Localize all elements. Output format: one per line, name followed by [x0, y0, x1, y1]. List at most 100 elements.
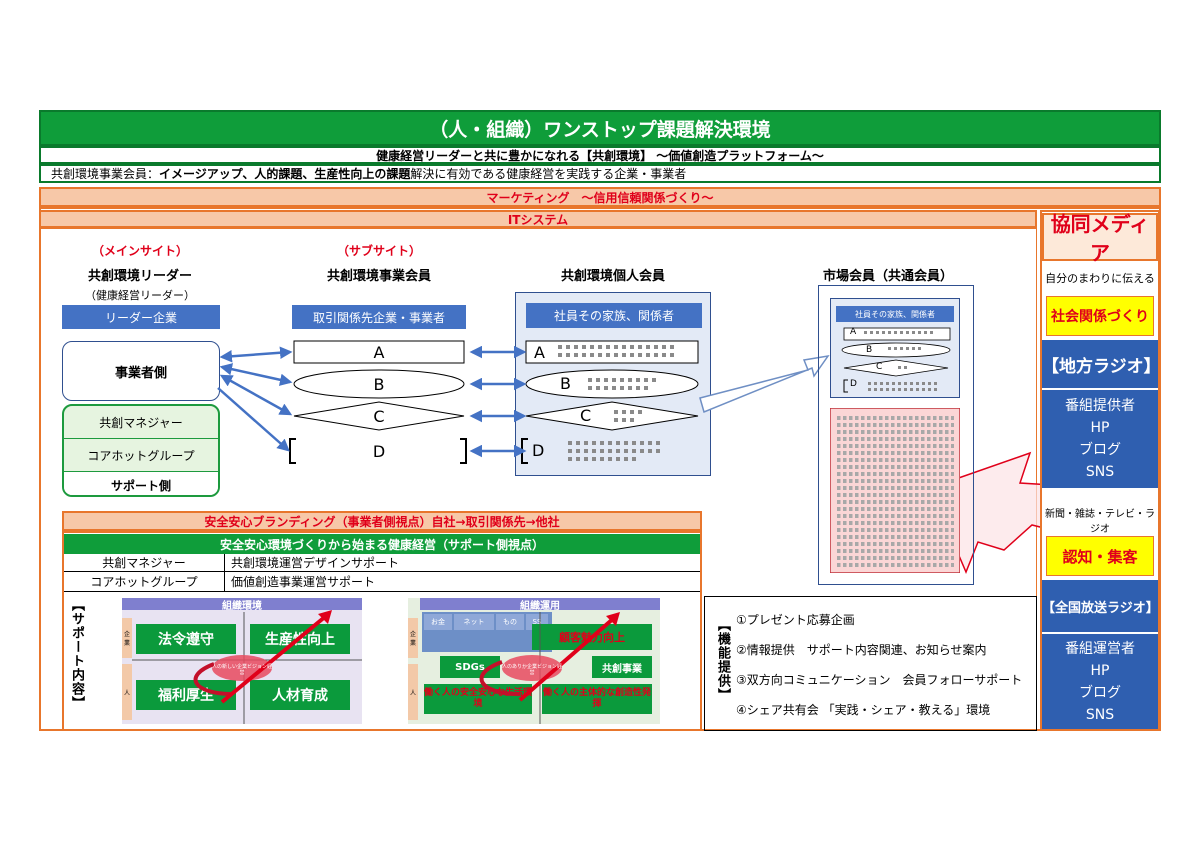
local-radio-item-provider[interactable]: 番組提供者: [1065, 398, 1135, 414]
manager-label: 共創マネジャー: [99, 415, 183, 430]
market-family-box[interactable]: 社員その家族、関係者: [836, 306, 954, 322]
sub-row-d[interactable]: D: [372, 441, 386, 461]
media-highlight2-text: 認知・集客: [1062, 547, 1138, 566]
branding-header-text: 安全安心ブランディング（事業者側視点）自社→取引関係先→他社: [204, 514, 560, 529]
arrow-main-to-c: [219, 374, 293, 416]
market-row-a[interactable]: A: [850, 327, 857, 337]
sub-row-d-bracket-right: [460, 438, 467, 464]
diagram1-cell-law[interactable]: 法令遵守: [136, 624, 236, 654]
branding-header: 安全安心ブランディング（事業者側視点）自社→取引関係先→他社: [62, 511, 702, 531]
function-item-4[interactable]: ④シェア共有会 「実践・シェア・教える」環境: [736, 702, 991, 717]
support-group-box: 共創マネジャー コアホットグループ サポート側: [62, 404, 220, 497]
diagram2-tabs: お金 ネット もの SS: [422, 612, 552, 652]
branding-green-text: 安全安心環境づくりから始まる健康経営（サポート側視点）: [219, 537, 544, 552]
diagram1-cell-training[interactable]: 人材育成: [250, 680, 350, 710]
personal-family-box[interactable]: 社員その家族、関係者: [526, 303, 702, 328]
diagram2-cell-creativity[interactable]: 働く人の主体的な創造性発揮: [542, 684, 652, 714]
media-highlight2[interactable]: 認知・集客: [1046, 536, 1154, 576]
member-suffix: 解決に有効である健康経営を実践する企業・事業者: [410, 167, 687, 181]
diagram2-cell-cocreation[interactable]: 共創事業: [592, 656, 652, 678]
diagram2-overlay: [479, 612, 620, 724]
branding-row-2: コアホットグループ 価値創造事業運営サポート: [64, 572, 700, 592]
branding-row-1-left[interactable]: 共創マネジャー: [64, 554, 225, 571]
branding-row-2-left[interactable]: コアホットグループ: [64, 572, 225, 591]
national-radio-header[interactable]: 【全国放送ラジオ】: [1042, 580, 1159, 632]
function-item-1[interactable]: ①プレゼント応募企画: [736, 612, 855, 627]
functions-label: 【機能提供】: [715, 618, 730, 702]
local-radio-item-hp[interactable]: HP: [1090, 420, 1110, 436]
personal-row-b[interactable]: B: [560, 374, 571, 393]
media-header: 協同メディア: [1042, 212, 1158, 265]
market-row-d-bracket: [843, 379, 848, 393]
manager-row[interactable]: 共創マネジャー: [64, 406, 218, 439]
diagram1-overlay: [132, 610, 362, 724]
personal-row-a[interactable]: A: [534, 343, 545, 362]
sub-row-b[interactable]: B: [373, 374, 385, 394]
personal-seat-pattern: [558, 345, 674, 461]
local-radio-item-sns[interactable]: SNS: [1085, 464, 1115, 480]
personal-family-label: 社員その家族、関係者: [553, 309, 674, 323]
sub-row-c[interactable]: C: [373, 406, 385, 426]
market-family-label: 社員その家族、関係者: [855, 309, 935, 319]
sub-row-d-bracket-left: [289, 438, 296, 464]
subtitle-text: 健康経営リーダーと共に豊かになれる【共創環境】 ～価値創造プラットフォーム～: [376, 148, 824, 163]
corehot-label: コアホットグループ: [87, 448, 195, 463]
market-row-c-shape: [843, 359, 949, 377]
support-label: 【サポート内容】: [69, 598, 84, 710]
diagram2-cell-safety[interactable]: 働く人の安全安心な生活環境: [424, 684, 532, 714]
market-mini-shapes: [841, 327, 951, 393]
diagram2-header: 組織運用: [420, 598, 660, 612]
diagram2-center: 人のありか企業ビジョン経営: [502, 664, 563, 676]
business-partner-box[interactable]: 取引関係先企業・事業者: [292, 305, 466, 329]
arrow-main-to-b: [219, 363, 293, 386]
jigyosha-box[interactable]: 事業者側: [62, 341, 220, 401]
jigyosha-label: 事業者側: [114, 365, 167, 381]
branding-row-1: 共創マネジャー 共創環境運営デザインサポート: [64, 554, 700, 572]
sub-row-a[interactable]: A: [373, 342, 385, 362]
market-row-c[interactable]: C: [876, 362, 883, 372]
national-radio-item-operator[interactable]: 番組運営者: [1065, 640, 1135, 657]
market-row-d[interactable]: D: [850, 379, 857, 389]
local-radio-header[interactable]: 【地方ラジオ】: [1042, 340, 1161, 388]
sub-row-b-shape: [293, 369, 465, 399]
marketing-bar: マーケティング ～信用信頼関係づくり～: [39, 187, 1161, 207]
national-radio-item-sns[interactable]: SNS: [1085, 706, 1115, 723]
market-seat-grid: [830, 408, 960, 573]
member-line: 共創環境事業会員： イメージアップ、人的課題、生産性向上の課題 解決に有効である…: [39, 164, 1161, 183]
arrow-main-to-d: [217, 387, 290, 452]
personal-shapes: [521, 340, 699, 464]
page-title-text: （人・組織）ワンストップ課題解決環境: [429, 118, 771, 141]
branding-row-2-right[interactable]: 価値創造事業運営サポート: [231, 575, 376, 589]
media-sub1: 自分のまわりに伝える: [1045, 272, 1155, 285]
main-site-title: 共創環境リーダー: [87, 268, 192, 284]
function-item-3[interactable]: ③双方向コミュニケーション 会員フォローサポート: [736, 672, 1023, 687]
it-label: ITシステム: [507, 212, 569, 227]
media-highlight1[interactable]: 社会関係づくり: [1046, 296, 1154, 336]
national-radio-item-hp[interactable]: HP: [1090, 662, 1110, 679]
diagram1-side-bottom: 人: [122, 664, 132, 720]
media-header-text: 協同メディア: [1050, 212, 1150, 265]
diagram2-tab-goods[interactable]: もの: [496, 614, 524, 630]
branding-frame: [62, 531, 702, 731]
diagram2-tab-net[interactable]: ネット: [454, 614, 494, 630]
diagram1-header: 組織環境: [122, 598, 362, 612]
personal-row-c[interactable]: C: [580, 406, 592, 425]
leader-company-box[interactable]: リーダー企業: [62, 305, 220, 329]
local-radio-text: 【地方ラジオ】: [1042, 356, 1161, 377]
functions-list: ①プレゼント応募企画 ②情報提供 サポート内容関連、お知らせ案内 ③双方向コミュ…: [736, 604, 1032, 724]
support-side-row[interactable]: サポート側: [64, 472, 218, 495]
personal-row-d[interactable]: D: [532, 441, 545, 460]
local-radio-item-blog[interactable]: ブログ: [1079, 442, 1121, 458]
corehot-row[interactable]: コアホットグループ: [64, 439, 218, 472]
national-radio-item-blog[interactable]: ブログ: [1079, 684, 1121, 701]
media-highlight1-text: 社会関係づくり: [1051, 309, 1149, 325]
diagram2-tab-money[interactable]: お金: [424, 614, 452, 630]
function-item-2[interactable]: ②情報提供 サポート内容関連、お知らせ案内: [736, 642, 987, 657]
marketing-label: マーケティング ～信用信頼関係づくり～: [486, 190, 714, 205]
main-site-tag: （メインサイト）: [91, 243, 188, 258]
media-sub2: 新聞・雑誌・テレビ・ラジオ: [1045, 509, 1155, 535]
market-row-b[interactable]: B: [866, 345, 873, 355]
branding-row-1-right[interactable]: 共創環境運営デザインサポート: [231, 556, 400, 570]
local-radio-items: 番組提供者 HP ブログ SNS: [1042, 390, 1158, 488]
